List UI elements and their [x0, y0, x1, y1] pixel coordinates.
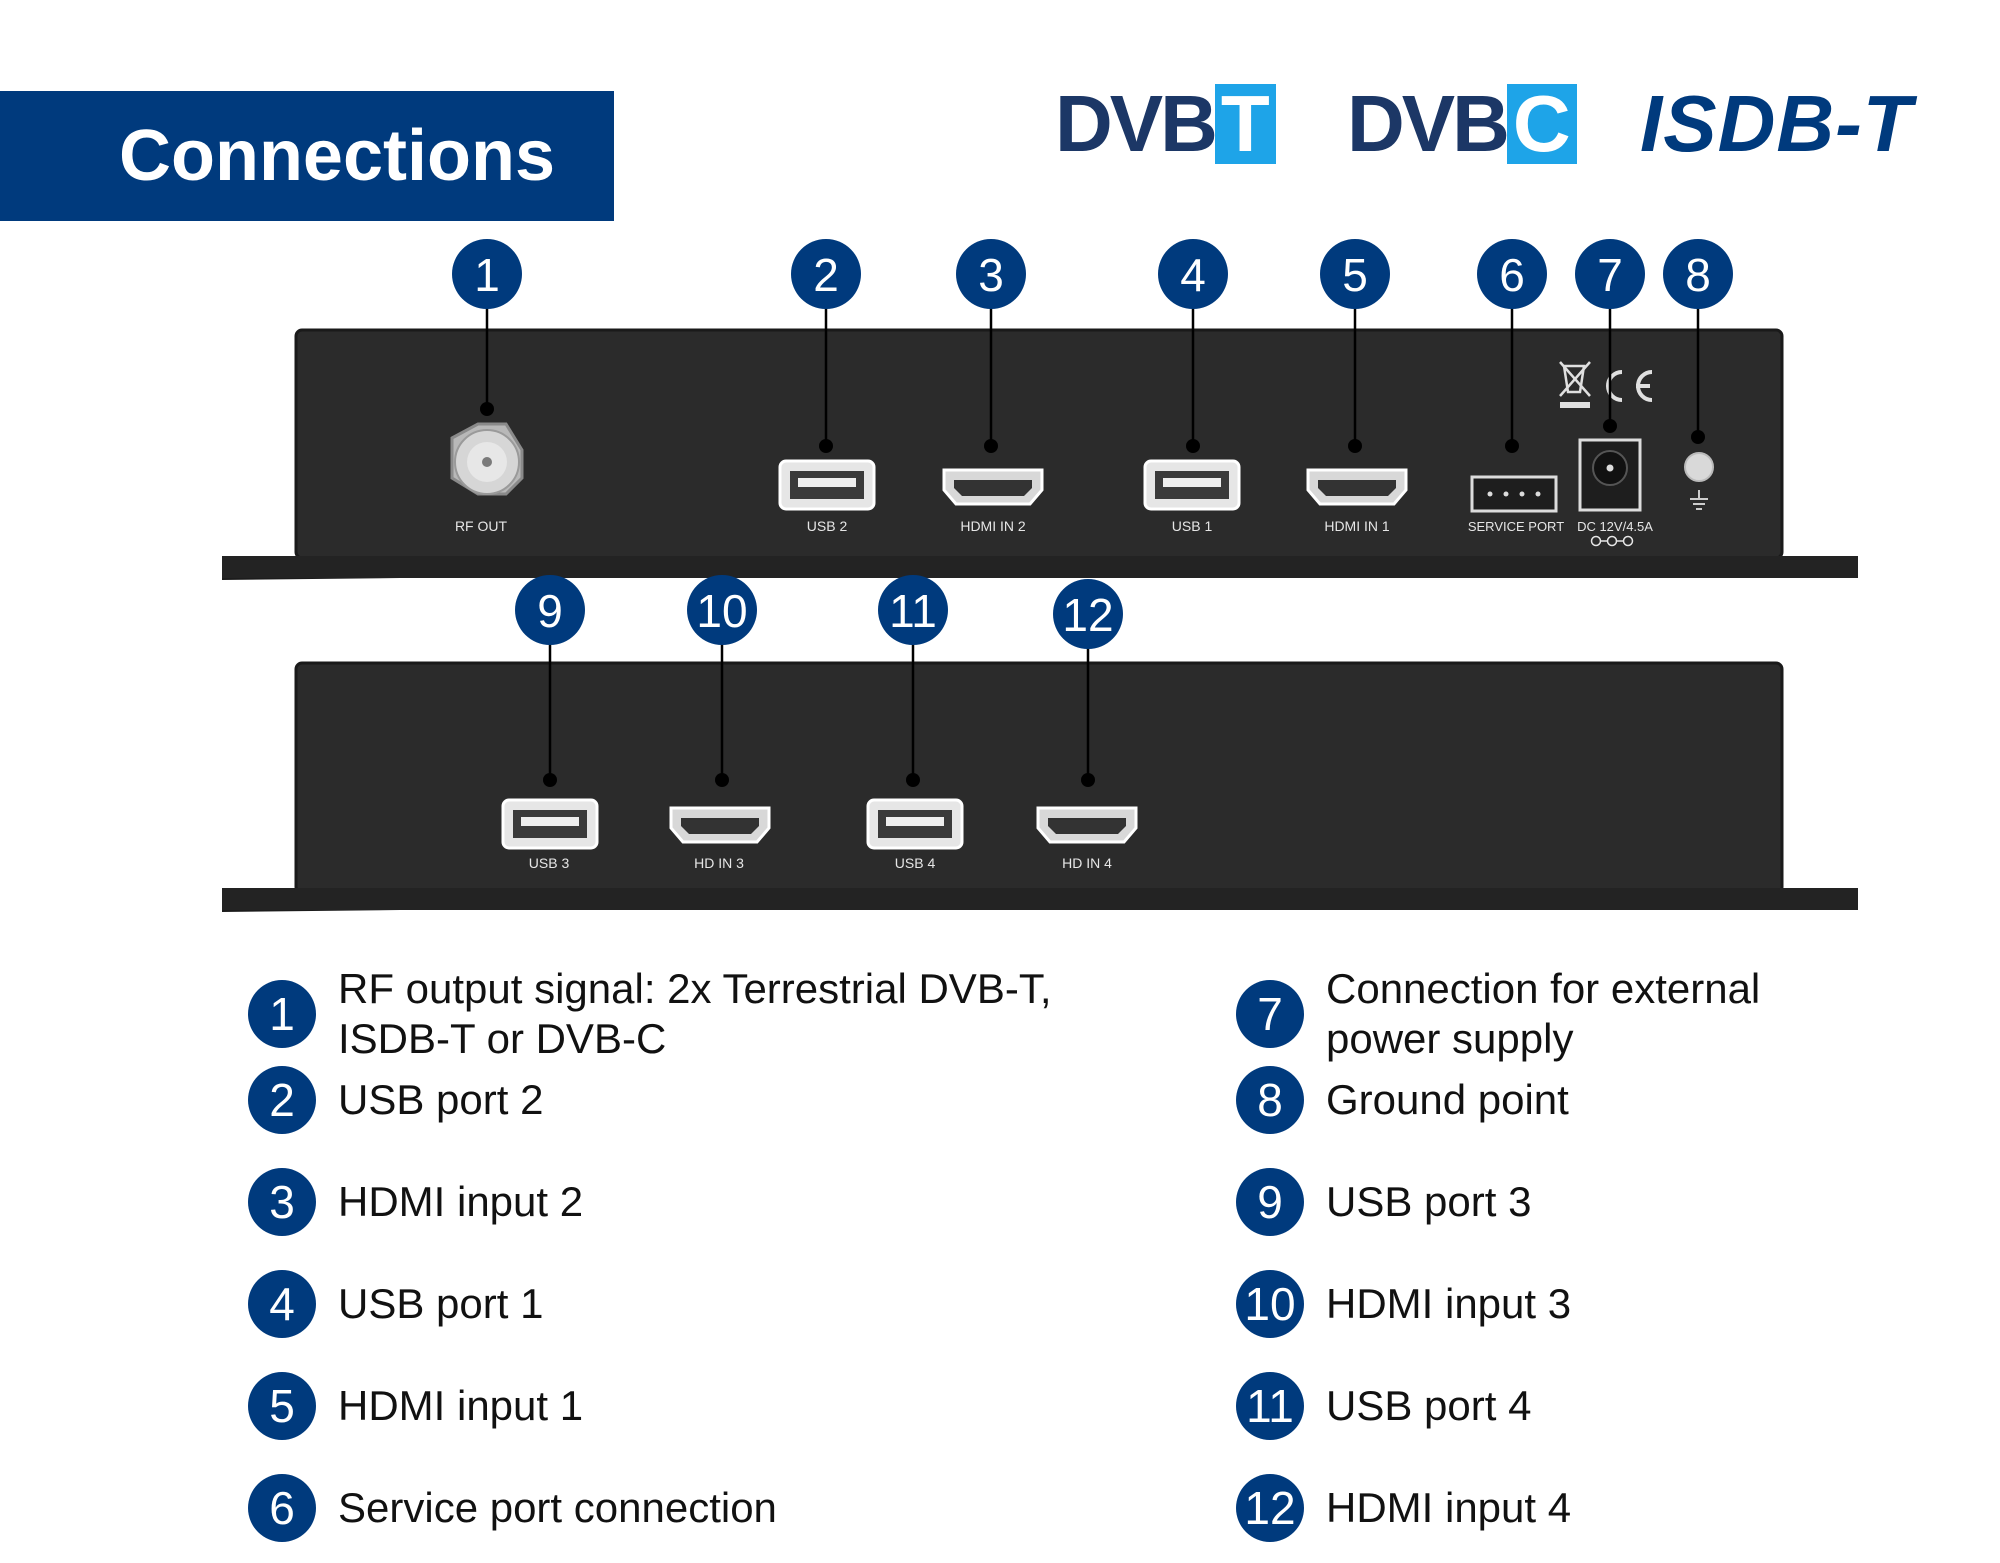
- legend-text: HDMI input 2: [338, 1178, 584, 1225]
- callout-6: 6: [1477, 239, 1547, 309]
- dc-power-jack: [1578, 438, 1642, 512]
- callout-7: 7: [1575, 239, 1645, 309]
- legend-text: USB port 3: [1326, 1178, 1532, 1225]
- legend-item-9: 9 USB port 3: [1236, 1168, 1531, 1236]
- legend-text: HDMI input 4: [1326, 1484, 1572, 1531]
- legend-item-12: 12 HDMI input 4: [1236, 1474, 1571, 1542]
- legend-badge: 8: [1236, 1066, 1304, 1134]
- callout-1: 1: [452, 239, 522, 309]
- callout-2: 2: [791, 239, 861, 309]
- legend-text: USB port 1: [338, 1280, 544, 1327]
- svg-text:7: 7: [1597, 249, 1623, 301]
- legend-text: HDMI input 3: [1326, 1280, 1572, 1327]
- svg-text:8: 8: [1685, 249, 1711, 301]
- upper-device-panel: [222, 328, 1858, 580]
- hdmi1-port: [1306, 468, 1408, 506]
- ce-mark-icon: [1606, 370, 1653, 402]
- legend-text: USB port 2: [338, 1076, 544, 1123]
- dvbc-logo: DVBC: [1347, 84, 1577, 164]
- usb2-port: [778, 459, 876, 511]
- svg-text:1: 1: [474, 249, 500, 301]
- legend-item-6: 6 Service port connection: [248, 1474, 777, 1542]
- page-title: Connections: [118, 116, 555, 196]
- legend-text: RF output signal: 2x Terrestrial DVB-T, …: [338, 965, 1052, 1062]
- callout-4: 4: [1158, 239, 1228, 309]
- callout-8: 8: [1663, 239, 1733, 309]
- legend-badge: 6: [248, 1474, 316, 1542]
- hdmi1-label: HDMI IN 1: [1324, 518, 1390, 534]
- legend-item-2: 2 USB port 2: [248, 1066, 543, 1134]
- svg-text:11: 11: [889, 585, 937, 637]
- hd3-port: [669, 806, 771, 844]
- device-diagram: RF OUT USB 2 HDMI IN 2 USB 1 HDMI IN 1 S…: [222, 239, 1858, 912]
- service-port: [1470, 475, 1558, 513]
- legend-badge: 1: [248, 980, 316, 1048]
- callout-12: 12: [1053, 579, 1123, 649]
- legend-text: HDMI input 1: [338, 1382, 584, 1429]
- hd3-label: HD IN 3: [694, 855, 744, 871]
- ground-point: [1684, 452, 1714, 510]
- usb3-label: USB 3: [529, 855, 570, 871]
- svg-text:6: 6: [1499, 249, 1525, 301]
- callout-leaders: [485, 308, 1700, 780]
- callout-11: 11: [878, 575, 948, 645]
- legend-text: Connection for external power supply: [1326, 965, 1761, 1062]
- usb4-label: USB 4: [895, 855, 936, 871]
- usb3-port: [501, 798, 599, 850]
- lower-device-panel: [222, 661, 1858, 912]
- svg-text:12: 12: [1062, 589, 1113, 641]
- hd4-label: HD IN 4: [1062, 855, 1112, 871]
- svg-text:3: 3: [978, 249, 1004, 301]
- legend-item-5: 5 HDMI input 1: [248, 1372, 583, 1440]
- svg-text:2: 2: [813, 249, 839, 301]
- legend-badge: 4: [248, 1270, 316, 1338]
- legend-text: Service port connection: [338, 1484, 777, 1531]
- usb1-label: USB 1: [1172, 518, 1213, 534]
- weee-icon: [1559, 361, 1591, 408]
- dvbt-logo: DVBT: [1055, 84, 1276, 164]
- usb2-label: USB 2: [807, 518, 848, 534]
- legend-text: USB port 4: [1326, 1382, 1532, 1429]
- rf-out-connector: [450, 422, 524, 496]
- callout-dots: [480, 402, 1705, 787]
- legend-item-8: 8 Ground point: [1236, 1066, 1569, 1134]
- service-port-label: SERVICE PORT: [1468, 519, 1564, 534]
- hd4-port: [1036, 806, 1138, 844]
- callout-3: 3: [956, 239, 1026, 309]
- legend-badge: 10: [1236, 1270, 1304, 1338]
- callout-9: 9: [515, 575, 585, 645]
- isdbt-logo: ISDB-T: [1640, 79, 1913, 168]
- legend-text: Ground point: [1326, 1076, 1569, 1123]
- svg-text:5: 5: [1342, 249, 1368, 301]
- rf-out-label: RF OUT: [455, 518, 508, 534]
- usb1-port: [1143, 459, 1241, 511]
- dc-label: DC 12V/4.5A: [1577, 519, 1653, 534]
- hdmi2-port: [942, 468, 1044, 506]
- header-banner: Connections: [0, 91, 614, 221]
- usb4-port: [866, 798, 964, 850]
- legend-item-11: 11 USB port 4: [1236, 1372, 1531, 1440]
- callout-5: 5: [1320, 239, 1390, 309]
- legend-badge: 11: [1236, 1372, 1304, 1440]
- legend-item-3: 3 HDMI input 2: [248, 1168, 583, 1236]
- legend-badge: 7: [1236, 980, 1304, 1048]
- svg-text:4: 4: [1180, 249, 1206, 301]
- legend-item-1: 1 RF output signal: 2x Terrestrial DVB-T…: [248, 964, 1052, 1064]
- legend-item-4: 4 USB port 1: [248, 1270, 543, 1338]
- legend-badge: 3: [248, 1168, 316, 1236]
- callout-10: 10: [687, 575, 757, 645]
- legend-item-10: 10 HDMI input 3: [1236, 1270, 1571, 1338]
- legend-badge: 5: [248, 1372, 316, 1440]
- legend-item-7: 7 Connection for external power supply: [1236, 964, 1760, 1064]
- legend-badge: 2: [248, 1066, 316, 1134]
- legend-badge: 12: [1236, 1474, 1304, 1542]
- svg-text:9: 9: [537, 585, 563, 637]
- svg-text:10: 10: [696, 585, 747, 637]
- dc-polarity-icon: [1590, 535, 1634, 547]
- legend-badge: 9: [1236, 1168, 1304, 1236]
- hdmi2-label: HDMI IN 2: [960, 518, 1026, 534]
